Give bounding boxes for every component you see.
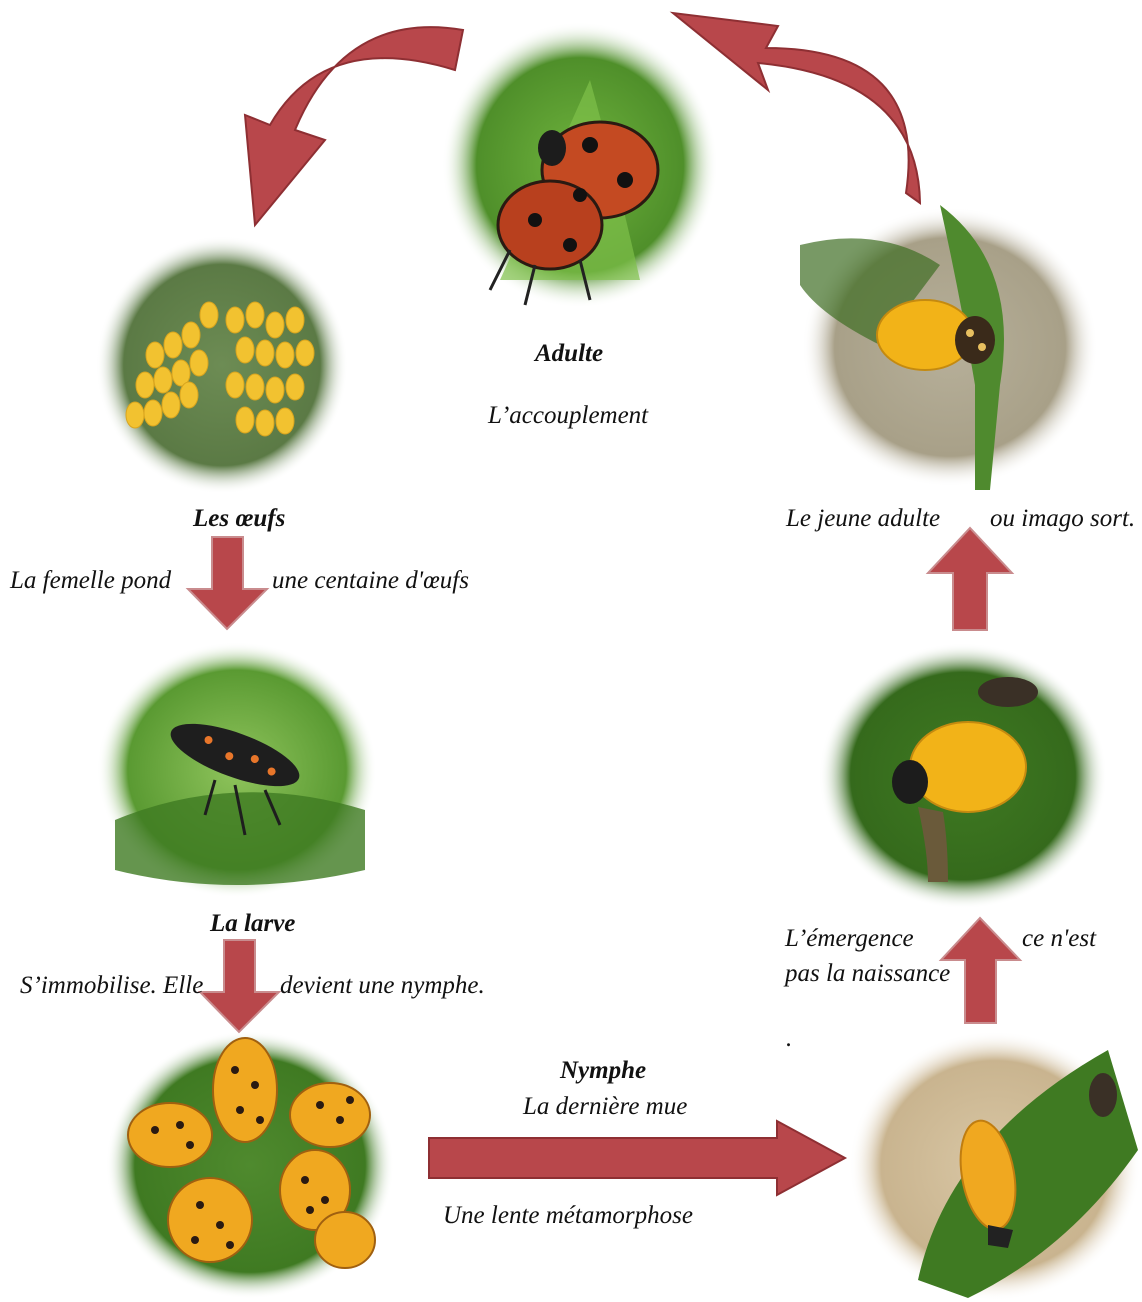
- up-arrow-emerging-to-young-adult: [925, 525, 1015, 633]
- pupa-caption-top: La dernière mue: [523, 1093, 687, 1121]
- curved-arrow-adult-to-eggs: [215, 20, 475, 235]
- right-arrow-pupa-to-emergence: [425, 1118, 850, 1198]
- emerging-pupa-photo: [848, 1030, 1142, 1302]
- young-adult-caption-left: Le jeune adulte: [786, 505, 940, 533]
- emergence-caption-right: ce n'est: [1022, 925, 1096, 953]
- larva-caption-left: S’immobilise. Elle: [20, 972, 203, 1000]
- adult-caption: L’accouplement: [488, 402, 648, 430]
- emerging-adult-photo: [818, 642, 1108, 910]
- pupa-title: Nymphe: [560, 1057, 646, 1085]
- emergence-caption-left-1: L’émergence: [785, 925, 914, 953]
- larva-caption-right: devient une nymphe.: [280, 972, 485, 1000]
- eggs-caption-right: une centaine d'œufs: [272, 567, 469, 595]
- curved-arrow-young-adult-to-adult: [668, 8, 933, 208]
- young-adult-photo: [800, 205, 1100, 490]
- up-arrow-pupa-to-emerging-adult: [938, 915, 1023, 1025]
- larva-title: La larve: [210, 910, 295, 938]
- pupae-photo: [105, 1030, 395, 1300]
- down-arrow-larva-to-pupa: [197, 940, 282, 1035]
- adult-title: Adulte: [535, 340, 603, 368]
- eggs-photo: [95, 235, 350, 495]
- emergence-caption-left-2: pas la naissance: [785, 960, 950, 988]
- eggs-title: Les œufs: [193, 505, 285, 533]
- larva-photo: [95, 640, 380, 900]
- eggs-caption-left: La femelle pond: [10, 567, 171, 595]
- emergence-dot: .: [786, 1025, 792, 1053]
- down-arrow-eggs-to-larva: [185, 537, 270, 632]
- young-adult-caption-right: ou imago sort.: [990, 505, 1135, 533]
- pupa-caption-bottom: Une lente métamorphose: [443, 1202, 693, 1230]
